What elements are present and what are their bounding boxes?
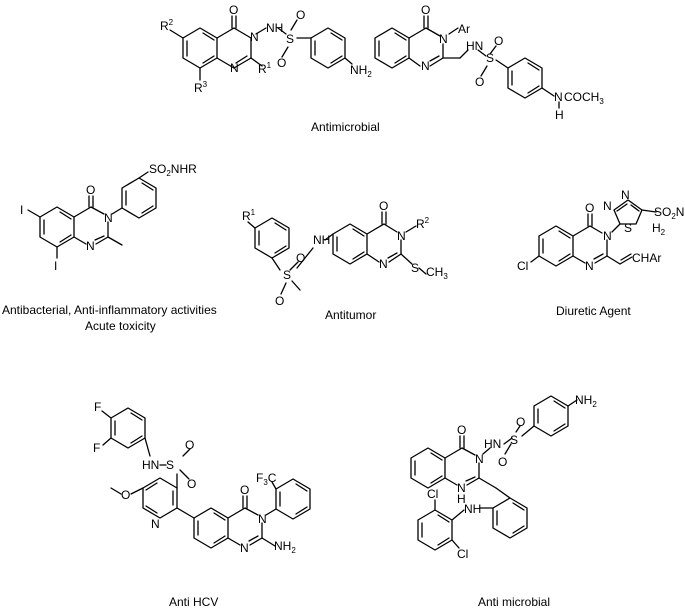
nitrogen-label: N: [554, 90, 563, 104]
sulfur-label: S: [624, 221, 632, 235]
oxygen-label: O: [296, 251, 305, 265]
nitrogen-label: N: [603, 229, 612, 243]
styryl-label: CHAr: [632, 251, 661, 265]
trifluoromethyl-label: F3C: [256, 471, 277, 487]
oxygen-label: O: [421, 3, 430, 17]
structure-4-antitumor: R1 S O O NH O N N R2 S CH3: [242, 199, 448, 308]
chlorine-label: Cl: [457, 547, 468, 561]
r2-label: R2: [416, 216, 430, 231]
fluorine-label: F: [93, 441, 100, 455]
nitrogen-label: N: [421, 59, 430, 73]
sulfur-label: S: [286, 32, 294, 46]
hydrogen-label: H: [457, 492, 466, 506]
oxygen-label: O: [240, 483, 249, 497]
caption-antibacterial: Antibacterial, Anti-inflammatory activit…: [2, 303, 217, 317]
iodine-label: I: [20, 203, 23, 217]
oxygen-label: O: [275, 294, 284, 308]
oxygen-label: O: [494, 34, 503, 48]
amine-label: NH2: [274, 539, 296, 555]
oxygen-label: O: [185, 438, 194, 452]
diarylamine-nh-label: NH: [464, 502, 481, 516]
r1-label: R1: [258, 61, 272, 76]
caption-antimicrobial: Antimicrobial: [311, 120, 380, 134]
caption-diuretic-agent: Diuretic Agent: [556, 304, 631, 318]
nitrogen-label: N: [250, 30, 259, 44]
caption-antitumor: Antitumor: [325, 308, 376, 322]
structure-1-sulfonamide-quinazolinone: O N N NH S O O R2 R1 R3 NH2: [160, 3, 372, 95]
nitrogen-label: N: [379, 257, 388, 271]
oxygen-label: O: [296, 8, 305, 22]
nitrogen-label: N: [621, 188, 630, 202]
nitrogen-label: N: [240, 541, 249, 555]
r3-label: R3: [194, 80, 208, 95]
amine-label: NH2: [575, 393, 597, 409]
nitrogen-label: N: [258, 512, 267, 526]
hn-label: HN: [466, 39, 483, 53]
caption-anti-microbial: Anti microbial: [478, 595, 550, 609]
caption-anti-hcv: Anti HCV: [169, 595, 218, 609]
oxygen-label: O: [121, 488, 130, 502]
nitrogen-label: N: [230, 61, 239, 75]
caption-acute-toxicity: Acute toxicity: [85, 319, 156, 333]
methyl-label: CH3: [426, 265, 448, 281]
structure-6-anti-hcv: F F HN S O O O N O N N NH2 F3C: [93, 400, 311, 555]
oxygen-label: O: [229, 3, 238, 17]
fluorine-label: F: [94, 400, 101, 414]
amine-label: NH2: [350, 63, 372, 79]
oxygen-label: O: [277, 56, 286, 70]
chlorine-label: Cl: [427, 487, 438, 501]
iodine-label: I: [54, 259, 57, 273]
oxygen-label: O: [187, 477, 196, 491]
chlorine-label: Cl: [517, 259, 528, 273]
nitrogen-label: N: [397, 229, 406, 243]
sulfur-label: S: [486, 51, 494, 65]
nh-label: NH: [313, 233, 330, 247]
hydrogen-label: H: [555, 108, 564, 122]
aryl-label: Ar: [458, 22, 470, 36]
oxygen-label: O: [379, 199, 388, 213]
acetyl-label: COCH3: [564, 90, 604, 106]
structure-7-anti-microbial: O N N H HN S O O NH2 NH Cl Cl: [410, 393, 597, 561]
hn-label: HN: [142, 458, 159, 472]
oxygen-label: O: [86, 183, 95, 197]
r1-label: R1: [242, 208, 256, 223]
sulfonamide-label: SO2NHR: [149, 162, 197, 178]
nitrogen-label: N: [475, 452, 484, 466]
oxygen-label: O: [585, 201, 594, 215]
oxygen-label: O: [498, 455, 507, 469]
sulfur-label: S: [166, 458, 174, 472]
r2-label: R2: [160, 18, 174, 33]
hn-label: HN: [484, 437, 501, 451]
sulfur-label: S: [283, 268, 291, 282]
sulfur-label: S: [510, 433, 518, 447]
nh-label: NH: [266, 21, 283, 35]
nitrogen-label: N: [457, 481, 466, 495]
nitrogen-label: N: [603, 199, 612, 213]
structure-3-diiodo-quinazolinone: O N N I I SO2NHR: [20, 162, 197, 273]
nitrogen-label: N: [104, 211, 113, 225]
nitrogen-label: N: [151, 517, 160, 531]
nitrogen-label: N: [86, 239, 95, 253]
structure-2-acetamido-sulfonamide: O N N Ar HN S O O N H COCH3: [374, 3, 604, 122]
nitrogen-label: N: [585, 259, 594, 273]
structure-5-diuretic: O N N Cl CHAr N N S SO2N H2: [517, 188, 684, 273]
oxygen-label: O: [516, 415, 525, 429]
oxygen-label: O: [475, 75, 484, 89]
sulfur-label: S: [411, 261, 419, 275]
oxygen-label: O: [457, 423, 466, 437]
h2-label: H2: [652, 221, 666, 237]
nitrogen-label: N: [439, 32, 448, 46]
sulfonamide-label: SO2N: [654, 205, 684, 221]
